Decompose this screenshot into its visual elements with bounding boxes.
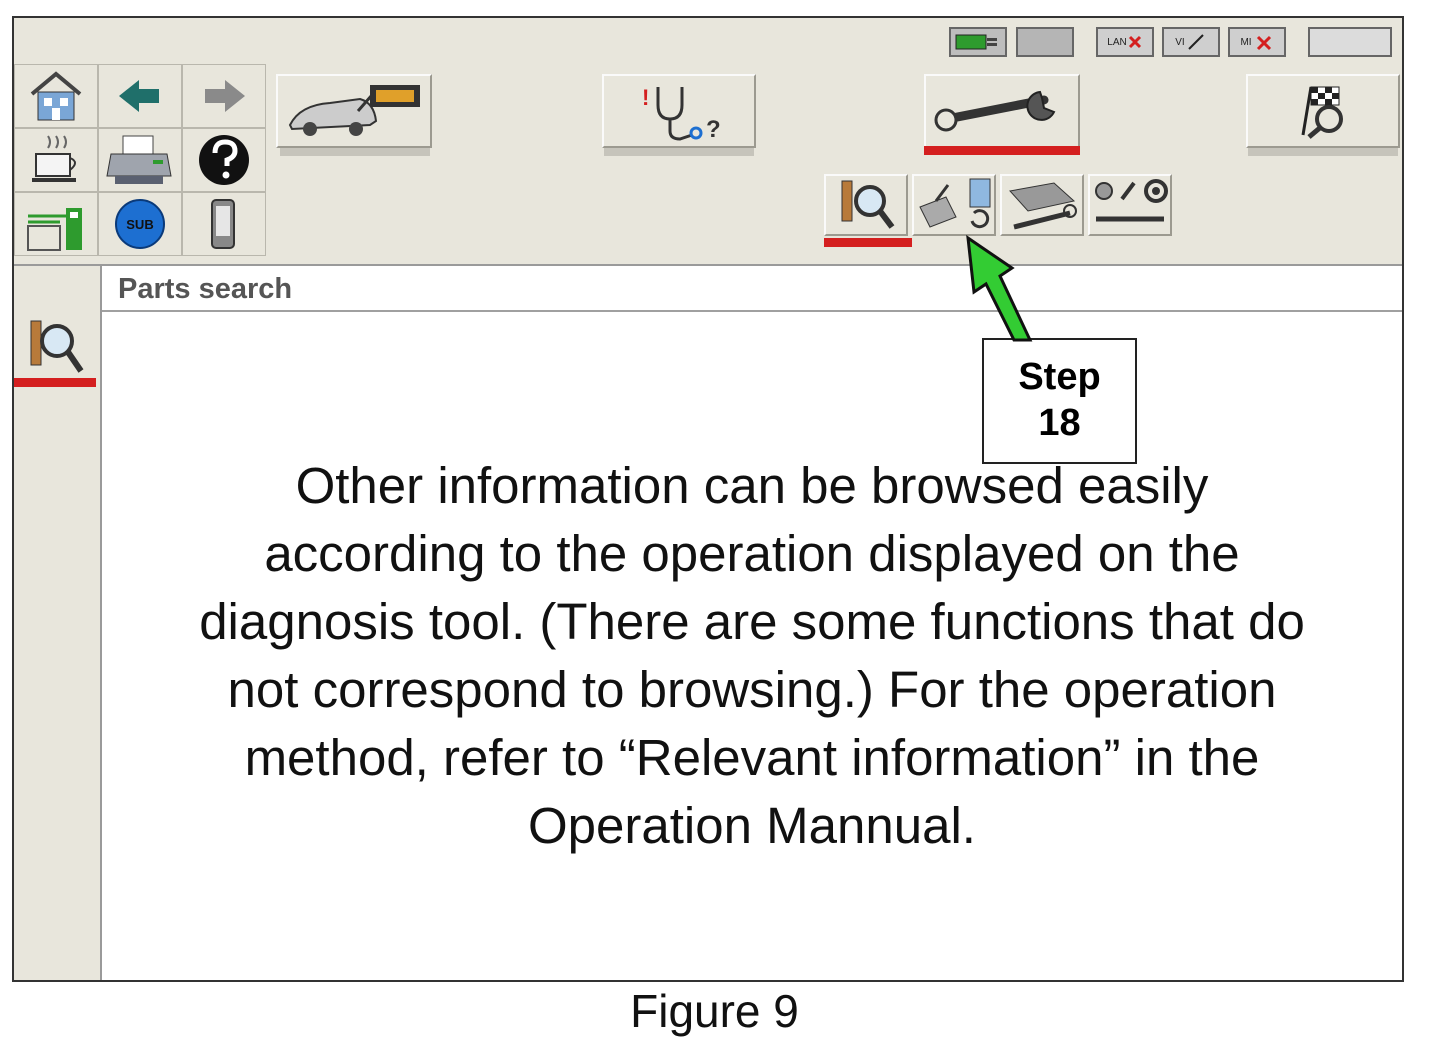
step-callout: Step 18	[982, 338, 1137, 464]
page-title: Parts search	[118, 273, 293, 305]
repair-active-indicator	[924, 146, 1080, 155]
vehicle-info-button[interactable]	[276, 74, 432, 148]
ecu-replacement-button[interactable]	[912, 174, 996, 236]
step-number: 18	[1038, 402, 1081, 444]
battery-indicator	[1308, 27, 1392, 57]
help-button[interactable]	[182, 128, 266, 192]
print-button[interactable]	[98, 128, 182, 192]
repair-button[interactable]	[924, 74, 1080, 148]
status-bar: LAN VI MI	[14, 18, 1402, 65]
home-icon	[30, 71, 82, 121]
body-line: method, refer to “Relevant information” …	[244, 729, 1260, 786]
connection-indicator	[949, 27, 1007, 57]
maintenance-button[interactable]	[1088, 174, 1172, 236]
mi-indicator: MI	[1228, 27, 1286, 57]
finish-tab-shadow	[1248, 148, 1398, 156]
body-line: according to the operation displayed on …	[264, 525, 1240, 582]
plug-icon	[955, 34, 997, 50]
arrow-left-icon	[119, 80, 159, 112]
printer-icon	[106, 135, 172, 184]
left-rail	[14, 266, 102, 980]
vi-device-icon	[211, 199, 235, 249]
home-button[interactable]	[14, 64, 98, 128]
window-resize-icon	[27, 208, 82, 251]
window-button[interactable]	[14, 192, 98, 256]
step-label: Step	[1018, 356, 1101, 398]
parts-search-icon	[841, 180, 895, 229]
figure-caption: Figure 9	[630, 985, 799, 1037]
parts-search-button[interactable]	[824, 174, 908, 236]
cable-icon	[1188, 34, 1204, 50]
vehicle-tab-shadow	[280, 148, 430, 156]
back-button[interactable]	[98, 64, 182, 128]
vi-label: VI	[1175, 36, 1185, 48]
rail-active-indicator	[14, 378, 96, 387]
sub-label: SUB	[126, 217, 153, 232]
device-button[interactable]	[182, 192, 266, 256]
content-area: Other information can be browsed easily …	[102, 312, 1402, 980]
parts-search-icon	[30, 320, 84, 373]
stethoscope-icon: !?	[642, 85, 721, 143]
parts-search-rail-button[interactable]	[18, 310, 92, 384]
body-line: Operation Mannual.	[528, 797, 976, 854]
sub-icon: SUB	[115, 199, 165, 249]
forward-button[interactable]	[182, 64, 266, 128]
lan-indicator: LAN	[1096, 27, 1154, 57]
arrow-right-icon	[205, 80, 245, 112]
main-toolbar: SUB !?	[14, 64, 1402, 266]
diagnosis-tab-shadow	[604, 148, 754, 156]
svg-text:?: ?	[706, 116, 721, 143]
coffee-cup-icon	[32, 135, 76, 182]
mi-label: MI	[1240, 36, 1252, 48]
wrench-icon	[934, 90, 1056, 132]
body-line: Other information can be browsed easily	[295, 457, 1209, 514]
page-title-bar: Parts search	[102, 266, 1402, 312]
disconnected-x-icon	[1128, 35, 1141, 49]
checkered-flag-icon	[1301, 86, 1343, 139]
lan-label: LAN	[1107, 36, 1127, 48]
sub-mode-button[interactable]: SUB	[98, 192, 182, 256]
parts-search-active-indicator	[824, 238, 912, 247]
car-icon	[288, 85, 420, 136]
sleep-button[interactable]	[14, 128, 98, 192]
diagnosis-button[interactable]: !?	[602, 74, 756, 148]
component-tool-icon	[1009, 182, 1077, 230]
help-icon	[199, 135, 249, 185]
body-text: Other information can be browsed easily …	[102, 452, 1402, 860]
body-line: diagnosis tool. (There are some function…	[199, 593, 1305, 650]
component-service-button[interactable]	[1000, 174, 1084, 236]
blank-indicator	[1016, 27, 1074, 57]
ecu-reprogram-icon	[919, 178, 991, 229]
vi-indicator: VI	[1162, 27, 1220, 57]
finish-button[interactable]	[1246, 74, 1400, 148]
service-tools-icon	[1095, 179, 1168, 222]
disconnected-x-icon	[1256, 35, 1271, 51]
application-window: LAN VI MI	[12, 16, 1404, 982]
svg-text:!: !	[642, 85, 649, 110]
body-line: not correspond to browsing.) For the ope…	[227, 661, 1277, 718]
